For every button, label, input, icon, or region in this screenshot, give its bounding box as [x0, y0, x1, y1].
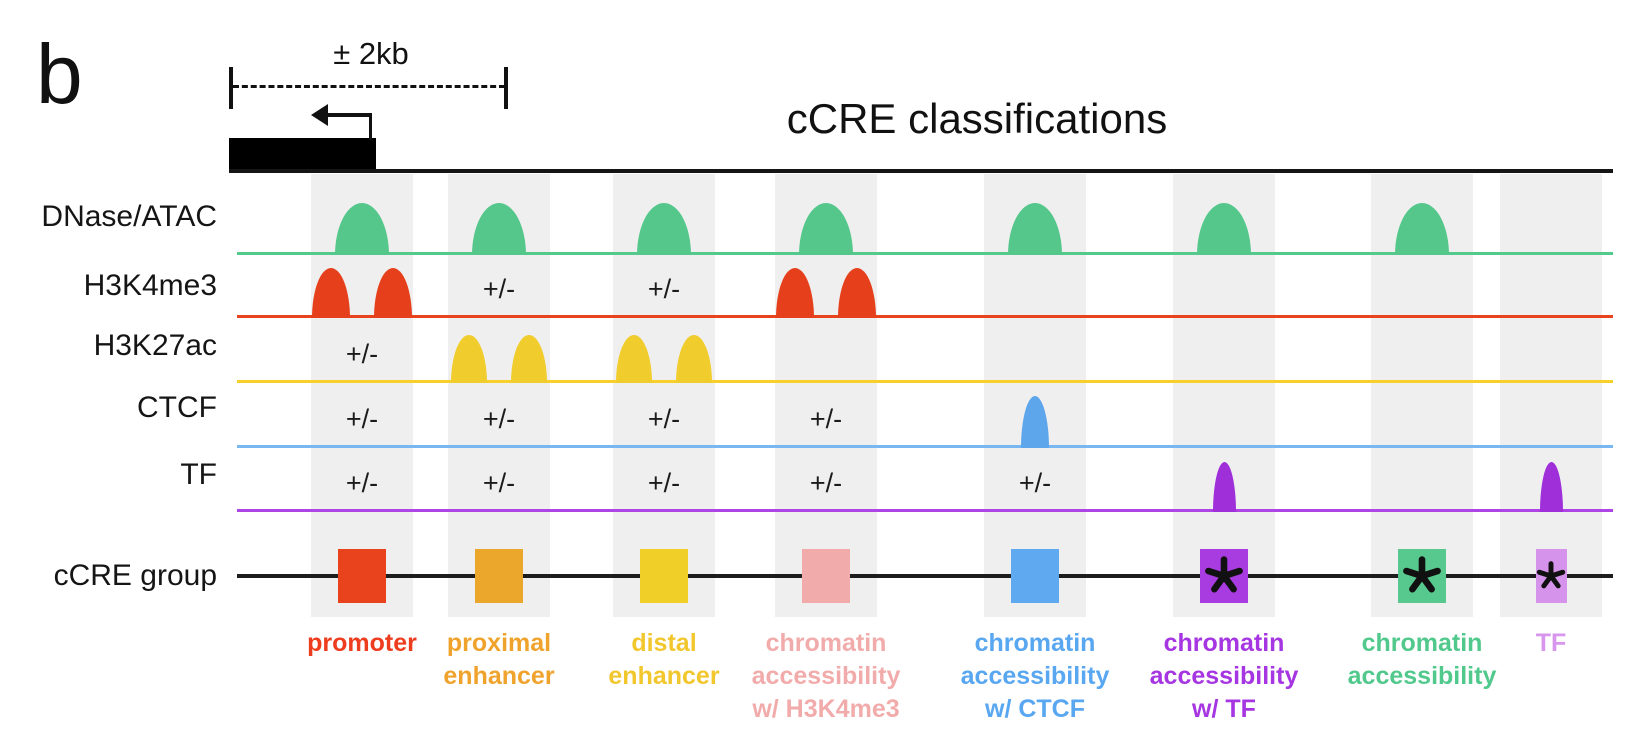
track-line-dnase [237, 251, 1613, 255]
ccre-square-7 [1398, 549, 1446, 603]
scale-bracket-right-tick [504, 67, 508, 109]
plus-minus-tf: +/- [647, 468, 681, 498]
ccre-square-4 [802, 549, 850, 603]
ccre-square-2 [475, 549, 523, 603]
plus-minus-ctcf: +/- [647, 404, 681, 434]
scale-label: ± 2kb [333, 36, 409, 71]
ccre-square-5 [1011, 549, 1059, 603]
track-label-dnase: DNase/ATAC [41, 200, 217, 233]
track-label-h3k4me3: H3K4me3 [83, 269, 217, 302]
plus-minus-ctcf: +/- [345, 404, 379, 434]
track-line-h3k27ac [237, 379, 1613, 383]
plus-minus-ctcf: +/- [482, 404, 516, 434]
plus-minus-h3k27ac: +/- [345, 339, 379, 369]
tss-arrow-line [327, 113, 372, 117]
track-label-tf: TF [180, 458, 217, 491]
plus-minus-tf: +/- [482, 468, 516, 498]
star-icon [1536, 561, 1566, 589]
ccre-square-3 [640, 549, 688, 603]
track-line-h3k4me3 [237, 314, 1613, 318]
column-highlight-8 [1500, 174, 1602, 617]
ccre-group-label-8: TF [1535, 629, 1567, 657]
plus-minus-tf: +/- [1018, 468, 1052, 498]
tf-peak [1212, 461, 1236, 512]
tf-peak [1539, 461, 1563, 512]
plus-minus-tf: +/- [345, 468, 379, 498]
figure-title: cCRE classifications [786, 95, 1168, 142]
track-label-ctcf: CTCF [137, 391, 217, 424]
track-line-ctcf [237, 444, 1613, 448]
star-icon [1205, 556, 1243, 593]
plus-minus-h3k4me3: +/- [482, 274, 516, 304]
ccre-square-6 [1200, 549, 1248, 603]
track-line-tf [237, 508, 1613, 512]
gene-body-box [229, 138, 376, 172]
plus-minus-h3k4me3: +/- [647, 274, 681, 304]
ccre-square-8 [1535, 549, 1567, 603]
plus-minus-ctcf: +/- [809, 404, 843, 434]
track-label-h3k27ac: H3K27ac [93, 329, 217, 362]
scale-bracket-left-tick [229, 67, 233, 109]
genome-baseline [229, 169, 1613, 173]
ccre-group-row-label: cCRE group [53, 559, 217, 592]
ccre-group-label-1: promoter [307, 629, 417, 657]
tss-arrowhead-icon [311, 104, 328, 126]
star-icon [1403, 556, 1441, 593]
ccre-group-line [237, 574, 1613, 578]
plus-minus-tf: +/- [809, 468, 843, 498]
scale-bracket-dashed-line [233, 85, 505, 88]
panel-label: b [36, 27, 83, 121]
tss-arrow-stem [368, 113, 372, 140]
ccre-square-1 [338, 549, 386, 603]
